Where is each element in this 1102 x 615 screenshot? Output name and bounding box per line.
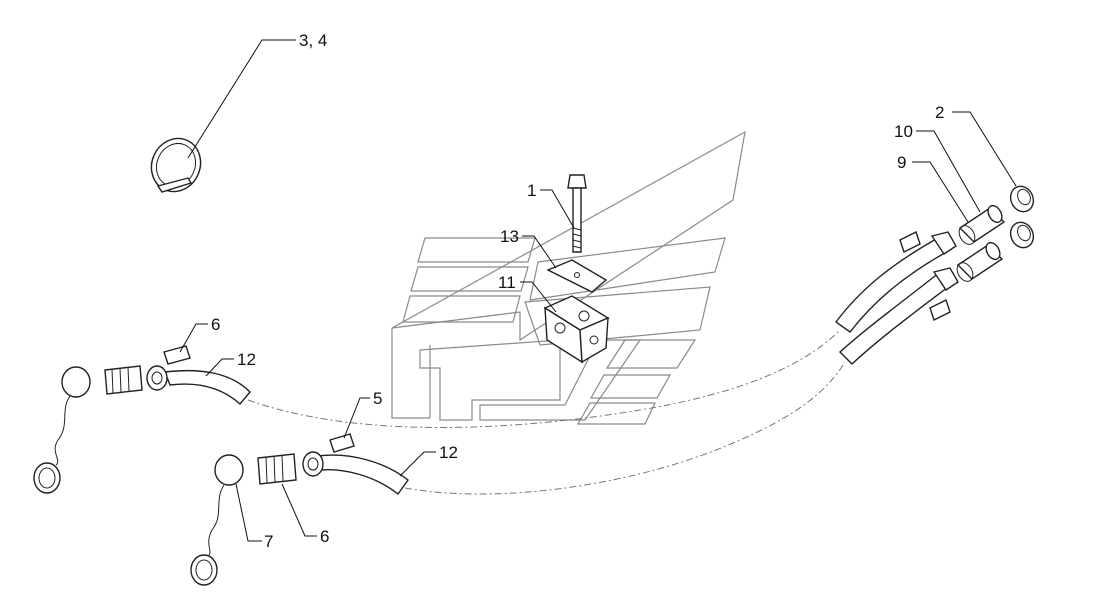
leader-lines	[179, 39, 1017, 542]
callout-13: 13	[500, 227, 519, 246]
bolt-part	[567, 174, 587, 253]
valve-block-part	[543, 295, 610, 364]
watermark-logo	[391, 130, 746, 425]
callout-9: 9	[897, 153, 906, 172]
upper-coupler-assembly	[33, 345, 251, 494]
adapters-part	[956, 204, 1006, 282]
lower-coupler-assembly	[190, 451, 409, 586]
callout-11: 11	[498, 273, 516, 292]
callout-12-lower: 12	[439, 443, 458, 462]
clip-part	[329, 433, 355, 453]
callout-labels: 3, 4 1 13 11 2 10 9 6 12 5 12 7 6	[211, 31, 944, 551]
callout-3-4: 3, 4	[299, 31, 327, 50]
right-clips-part	[899, 231, 951, 321]
right-hoses-part	[835, 231, 959, 365]
callout-12-upper: 12	[237, 350, 256, 369]
callout-7: 7	[264, 532, 273, 551]
caps-part	[1009, 185, 1035, 249]
clamp-ring-part	[150, 137, 202, 193]
plate-part	[546, 259, 608, 293]
callout-1: 1	[527, 181, 536, 200]
callout-6-upper: 6	[211, 315, 220, 334]
callout-2: 2	[935, 103, 944, 122]
hose-routing-lines	[247, 329, 846, 495]
callout-10: 10	[894, 122, 913, 141]
callout-5: 5	[373, 389, 382, 408]
callout-6-lower: 6	[320, 527, 329, 546]
